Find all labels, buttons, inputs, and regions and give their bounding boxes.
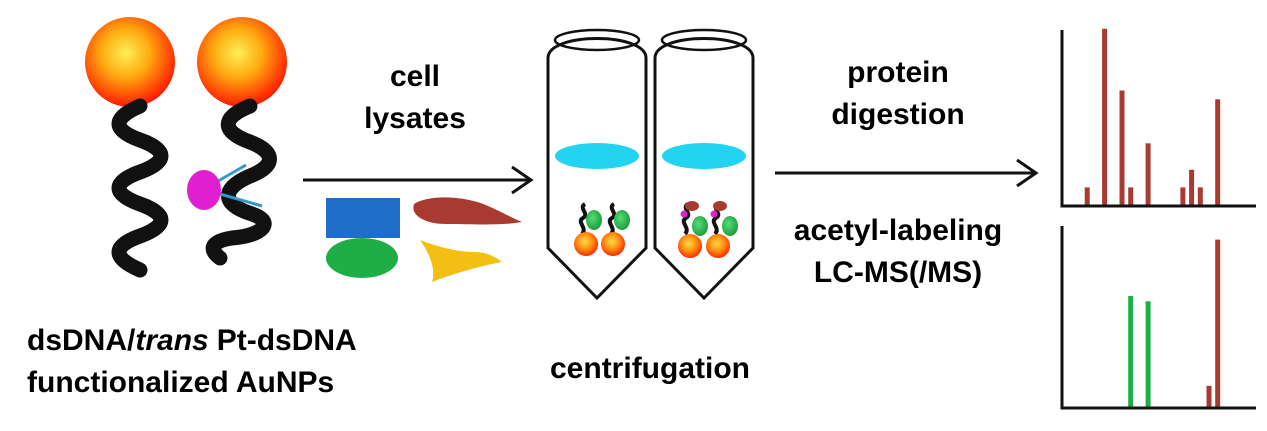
platinum-dot bbox=[187, 170, 221, 210]
cell-lysate-proteins bbox=[326, 197, 522, 282]
spectrum-top-bar-15 bbox=[1197, 187, 1203, 205]
acetyl-labeling-label: acetyl-labeling bbox=[794, 214, 1002, 247]
spectrum-bottom-red-bar-17 bbox=[1215, 239, 1221, 407]
centrifuge-tube-2 bbox=[653, 28, 755, 301]
cell-label: cell bbox=[390, 60, 440, 93]
digestion-label: digestion bbox=[831, 98, 964, 131]
spectrum-top-bar-17 bbox=[1215, 99, 1221, 205]
spectrum-top-bar-9 bbox=[1145, 143, 1151, 205]
supernatant-2 bbox=[662, 143, 746, 169]
spectrum-bottom-green-bar-9 bbox=[1145, 301, 1151, 407]
spectrum-bottom bbox=[1060, 226, 1256, 410]
dsdna-helix-2 bbox=[205, 98, 277, 266]
spectrum-top-bar-7 bbox=[1128, 187, 1134, 205]
dsdna-aunp bbox=[85, 17, 175, 278]
dsdna-helix-1 bbox=[111, 98, 169, 278]
protein-blue-rect bbox=[326, 198, 400, 238]
arrow-1 bbox=[303, 165, 534, 195]
supernatant-1 bbox=[555, 143, 639, 169]
spectrum-top-bar-2 bbox=[1084, 187, 1090, 205]
centrifugation-label: centrifugation bbox=[550, 352, 750, 385]
spectrum-top-bar-14 bbox=[1189, 169, 1195, 205]
spectrum-top bbox=[1060, 28, 1256, 208]
spectrum-top-bar-6 bbox=[1119, 90, 1125, 205]
spectrum-top-bar-13 bbox=[1180, 187, 1186, 205]
spectrum-bottom-axes bbox=[1060, 226, 1256, 410]
gold-nanoparticle-2 bbox=[197, 17, 287, 107]
gold-nanoparticle-1 bbox=[85, 17, 175, 107]
spectrum-bottom-green-bar-7 bbox=[1128, 296, 1134, 407]
centrifuge-tube-1 bbox=[546, 28, 648, 301]
spectrum-bottom-red-bar-16 bbox=[1206, 385, 1212, 407]
protein-yellow-blob bbox=[420, 240, 502, 282]
spectrum-top-axes bbox=[1060, 30, 1256, 208]
np-caption-line2: functionalized AuNPs bbox=[27, 366, 334, 399]
spectrum-bottom-bars bbox=[1128, 239, 1221, 407]
transpt-dsdna-aunp bbox=[187, 17, 287, 266]
spectrum-top-bar-4 bbox=[1102, 28, 1108, 205]
protein-label: protein bbox=[847, 56, 949, 89]
protein-brown-blob bbox=[413, 197, 522, 225]
arrow-2 bbox=[775, 158, 1039, 188]
protein-green-ellipse bbox=[326, 238, 398, 278]
spectrum-top-bars bbox=[1084, 28, 1221, 205]
lcms-label: LC-MS(/MS) bbox=[814, 256, 982, 289]
lysates-label: lysates bbox=[364, 102, 466, 135]
